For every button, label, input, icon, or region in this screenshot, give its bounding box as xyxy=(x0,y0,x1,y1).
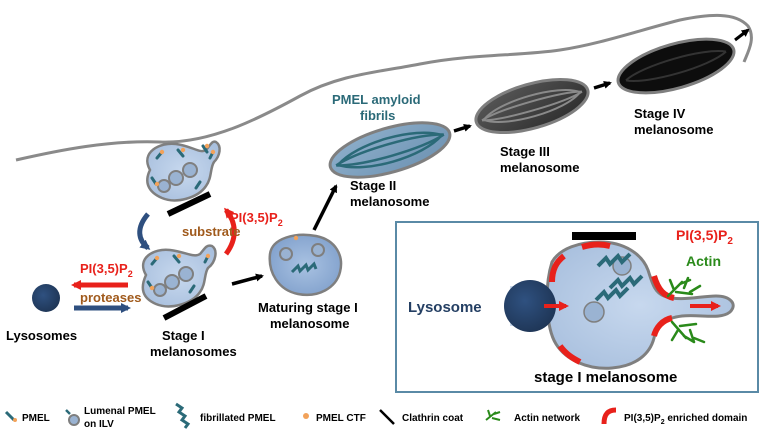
stage1-melanosome-bottom xyxy=(141,244,217,321)
inset-panel: Lysosome PI(3,5)P2 Actin stage I melanos… xyxy=(395,221,759,393)
inset-lysosome xyxy=(504,280,556,332)
pi-label-cycle: PI(3,5)P2 xyxy=(230,210,283,228)
legend-pmel-label: PMEL xyxy=(22,413,50,424)
stage1-melanosome-top xyxy=(146,140,221,217)
proteases-label: proteases xyxy=(80,290,141,305)
legend-ctf-icon xyxy=(303,413,309,419)
legend-lumenal-label: Lumenal PMEL on ILV xyxy=(84,406,158,430)
stage2-melanosome xyxy=(328,121,452,179)
maturing-stage1-melanosome xyxy=(268,233,343,297)
exocytosis-arrow xyxy=(734,28,750,42)
plasma-membrane xyxy=(15,13,753,162)
legend-pmel-icon xyxy=(4,410,16,422)
legend-lumenal-icon xyxy=(65,409,80,426)
pi-recycle-arrow xyxy=(223,207,237,256)
legend-fibrillated-icon xyxy=(175,402,191,429)
to-stage2-arrow xyxy=(312,184,338,231)
to-stage4-arrow xyxy=(593,80,612,90)
legend-pi-icon xyxy=(601,407,617,425)
maturing-label: Maturing stage I melanosome xyxy=(258,300,361,331)
lysosome xyxy=(32,284,60,312)
legend: PMEL Lumenal PMEL on ILV fibrillated PME… xyxy=(4,402,747,430)
legend-clathrin-icon xyxy=(379,409,395,425)
substrate-arrow xyxy=(137,212,151,250)
inset-caption: stage I melanosome xyxy=(534,369,677,386)
stage3-label: Stage III melanosome xyxy=(500,144,579,175)
to-stage3-arrow xyxy=(453,123,472,133)
stage3-melanosome xyxy=(474,77,590,135)
stage4-label: Stage IV melanosome xyxy=(634,106,713,137)
pmel-amyloid-label: PMEL amyloid fibrils xyxy=(332,92,424,123)
lysosomes-label: Lysosomes xyxy=(6,328,77,343)
inset-lysosome-label: Lysosome xyxy=(408,299,482,316)
legend-actin-icon xyxy=(485,409,501,421)
legend-actin-label: Actin network xyxy=(514,413,581,424)
to-maturing-arrow xyxy=(231,273,264,286)
legend-ctf-label: PMEL CTF xyxy=(316,413,366,424)
inset-pi-label: PI(3,5)P2 xyxy=(676,227,733,247)
pi-label-lysosome: PI(3,5)P2 xyxy=(80,261,133,279)
inset-actin-label: Actin xyxy=(686,253,721,269)
legend-pi-label: PI(3,5)P2 enriched domain xyxy=(624,413,747,426)
stage2-label: Stage II melanosome xyxy=(350,178,429,209)
stage4-melanosome xyxy=(616,37,736,95)
stage1-label: Stage I melanosomes xyxy=(150,328,237,359)
legend-fibrillated-label: fibrillated PMEL xyxy=(200,413,276,424)
substrate-label: substrate xyxy=(182,224,241,239)
legend-clathrin-label: Clathrin coat xyxy=(402,413,464,424)
